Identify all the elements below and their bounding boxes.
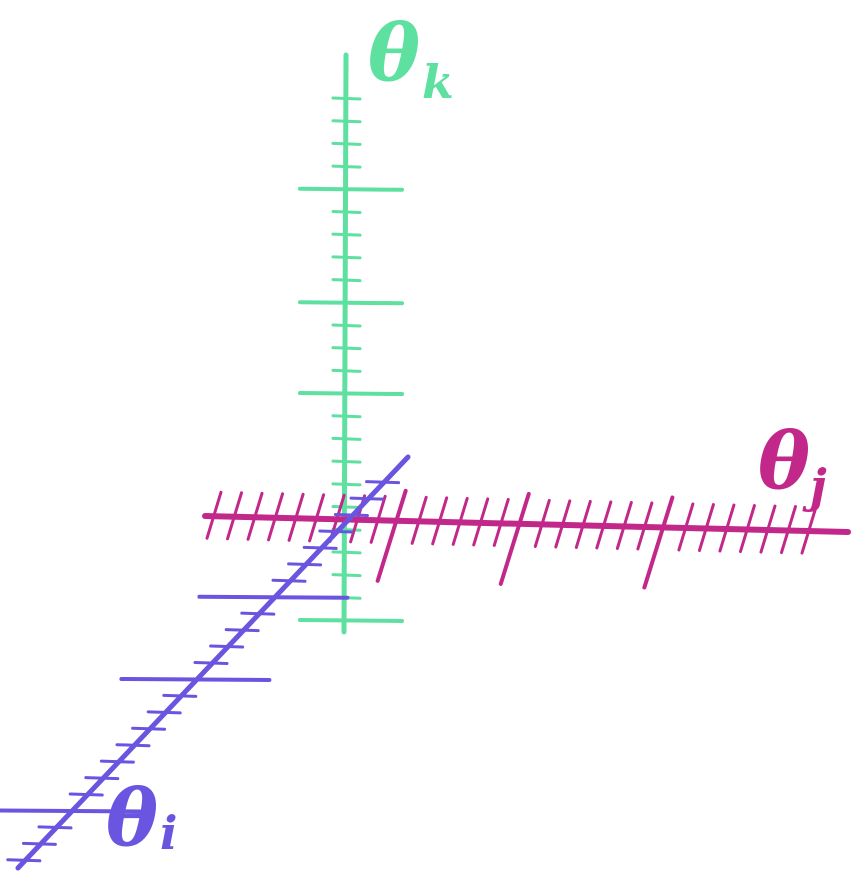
theta-j-tick	[800, 505, 818, 555]
theta-i-tick	[333, 513, 369, 518]
theta-j-tick	[498, 491, 531, 586]
theta-i-tick	[162, 693, 198, 698]
theta-k-tick	[298, 186, 404, 192]
theta-j-tick	[759, 504, 777, 554]
theta-k-tick	[331, 278, 362, 283]
theta-k-tick	[331, 164, 362, 169]
theta-k-tick	[331, 573, 362, 578]
theta-j-axis	[202, 488, 851, 590]
theta-j-label: θj	[758, 416, 827, 513]
theta-j-tick	[738, 504, 756, 554]
theta-j-tick	[677, 502, 695, 552]
theta-k-tick	[331, 209, 362, 214]
theta-i-tick	[37, 825, 73, 830]
theta-i-tick	[146, 710, 182, 715]
theta-j-tick	[267, 492, 285, 542]
theta-k-symbol: θ	[368, 8, 420, 99]
theta-j-tick	[642, 495, 675, 590]
theta-k-tick	[298, 391, 404, 397]
theta-j-tick	[779, 505, 797, 555]
theta-i-label: θi	[106, 773, 178, 864]
theta-k-tick	[331, 459, 362, 464]
theta-k-tick	[331, 414, 362, 419]
theta-j-tick	[697, 503, 715, 553]
theta-k-axis-line	[341, 52, 349, 635]
theta-i-tick	[365, 480, 401, 485]
theta-i-tick	[240, 611, 276, 616]
theta-k-tick	[298, 618, 404, 623]
theta-j-tick	[574, 499, 592, 549]
theta-i-symbol: θ	[106, 773, 158, 864]
theta-i-subscript: i	[160, 806, 177, 860]
theta-j-tick	[451, 496, 469, 546]
theta-i-tick	[131, 726, 167, 731]
theta-j-tick	[410, 495, 428, 545]
theta-i-axis	[0, 454, 411, 871]
theta-j-tick	[636, 501, 654, 551]
theta-j-tick	[718, 503, 736, 553]
theta-j-tick	[226, 491, 244, 541]
theta-i-tick	[271, 578, 307, 583]
theta-i-tick	[287, 562, 323, 567]
theta-k-tick	[298, 300, 404, 306]
theta-j-axis-line	[202, 513, 851, 535]
theta-i-tick	[349, 496, 385, 501]
theta-i-tick	[115, 743, 151, 748]
theta-k-tick	[331, 436, 362, 441]
theta-i-tick	[318, 529, 354, 534]
theta-j-tick	[308, 493, 326, 543]
theta-j-tick	[375, 488, 408, 583]
theta-i-tick	[209, 644, 245, 649]
theta-j-tick	[615, 500, 633, 550]
theta-k-subscript: k	[422, 55, 454, 109]
theta-k-tick	[331, 323, 362, 328]
theta-j-tick	[595, 500, 613, 550]
theta-i-tick	[193, 661, 229, 665]
theta-i-tick	[119, 676, 272, 682]
theta-j-tick	[431, 496, 449, 546]
theta-j-tick	[533, 498, 551, 548]
theta-k-label: θk	[368, 8, 454, 109]
theta-i-tick	[0, 808, 147, 814]
theta-i-tick	[99, 759, 135, 764]
theta-k-tick	[331, 505, 362, 510]
theta-i-tick	[224, 628, 260, 633]
theta-j-tick	[369, 494, 387, 544]
theta-k-tick	[331, 119, 362, 124]
theta-i-tick	[84, 776, 120, 781]
theta-i-tick	[197, 594, 350, 600]
theta-j-tick	[492, 497, 510, 547]
theta-j-tick	[246, 491, 264, 541]
theta-i-tick	[68, 792, 104, 797]
theta-k-tick	[331, 346, 362, 351]
theta-i-tick	[21, 841, 57, 846]
theta-k-tick	[331, 141, 362, 146]
theta-k-tick	[331, 232, 362, 237]
theta-j-symbol: θ	[758, 416, 810, 507]
theta-j-tick	[205, 490, 223, 540]
theta-k-axis	[298, 52, 404, 635]
theta-j-tick	[472, 497, 490, 547]
theta-k-tick	[331, 550, 362, 555]
theta-k-tick	[331, 368, 362, 373]
theta-k-tick	[331, 96, 362, 101]
theta-i-tick	[302, 545, 338, 550]
theta-j-tick	[554, 499, 572, 549]
theta-k-tick	[331, 482, 362, 487]
theta-k-tick	[331, 255, 362, 260]
theta-j-tick	[287, 492, 305, 542]
theta-i-tick	[6, 858, 42, 863]
